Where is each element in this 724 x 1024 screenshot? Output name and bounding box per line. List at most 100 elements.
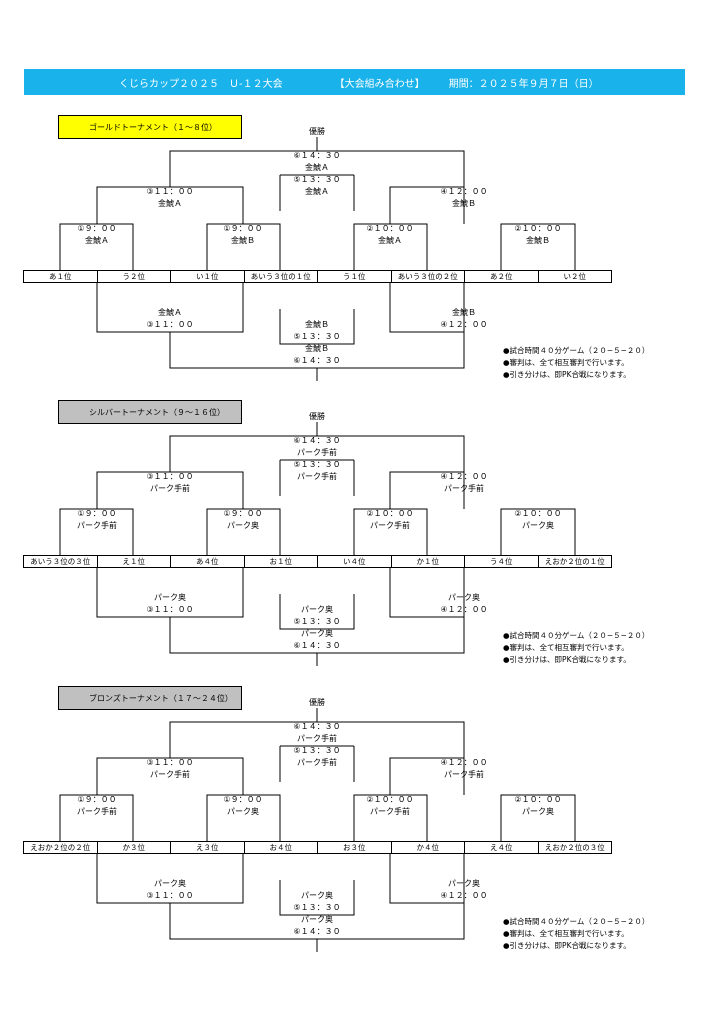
third-place-court: 金鯱Ａ [305, 187, 329, 196]
lower-third-time: ⑤１３：３０ [293, 332, 341, 341]
seed-cell: えおか２位の１位 [537, 555, 612, 568]
lower-final-time: ⑥１４：３０ [293, 356, 341, 365]
quarterfinal-court: パーク奥 [227, 521, 259, 530]
semifinal-court: パーク手前 [150, 770, 190, 779]
seed-cell: えおか２位の３位 [537, 841, 612, 854]
rules-notes: ●試合時間４０分ゲーム（２０−５−２０）●審判は、全て相互審判で行います。●引き… [503, 916, 649, 952]
bracket-lines [59, 422, 576, 666]
seed-cell: お１位 [243, 555, 318, 568]
bracket-line [389, 757, 465, 795]
bracket-line [279, 309, 355, 345]
seed-cell: い２位 [537, 270, 612, 283]
semifinal-court: パーク手前 [150, 484, 190, 493]
bracket-line [389, 283, 465, 333]
bracket-lines [59, 137, 576, 381]
quarterfinal-court: 金鯱Ｂ [526, 236, 550, 245]
seed-cell: あ２位 [464, 270, 539, 283]
seed-row: えおか２位の２位か３位え３位お４位お３位か４位え４位えおか２位の３位 [23, 841, 612, 854]
seed-cell: え４位 [464, 841, 539, 854]
final-court: パーク手前 [297, 448, 337, 457]
lower-final-time: ⑥１４：３０ [293, 927, 341, 936]
tournament-name-box: ブロンズトーナメント（１７〜２４位） [58, 686, 242, 710]
lower-final-court: 金鯱Ｂ [305, 344, 329, 353]
quarterfinal-time: ①９：００ [77, 224, 117, 233]
seed-cell: あ４位 [170, 555, 245, 568]
seed-cell: お４位 [243, 841, 318, 854]
bracket-line [500, 223, 576, 270]
third-place-court: パーク手前 [297, 472, 337, 481]
quarterfinal-court: パーク奥 [522, 807, 554, 816]
quarterfinal-court: 金鯱Ａ [85, 236, 109, 245]
lower-third-court: 金鯱Ｂ [305, 320, 329, 329]
lower-final-court: パーク奥 [301, 629, 333, 638]
lower-third-court: パーク奥 [301, 605, 333, 614]
lower-third-time: ⑤１３：３０ [293, 903, 341, 912]
semifinal-time: ③１１：００ [146, 472, 194, 481]
bracket-line [389, 854, 465, 904]
quarterfinal-time: ①９：００ [223, 795, 263, 804]
seed-cell: か４位 [390, 841, 465, 854]
final-time: ⑥１４：３０ [293, 151, 341, 160]
lower-final-court: パーク奥 [301, 915, 333, 924]
semifinal-court: 金鯱Ｂ [452, 199, 476, 208]
seed-cell: か３位 [96, 841, 171, 854]
bracket-line [389, 471, 465, 509]
quarterfinal-time: ②１０：００ [514, 509, 562, 518]
quarterfinal-court: パーク手前 [77, 521, 117, 530]
lower-semi-court: パーク奥 [154, 879, 186, 888]
bracket-line [279, 594, 355, 630]
rule-note: ●試合時間４０分ゲーム（２０−５−２０） [503, 917, 650, 926]
rule-note: ●審判は、全て相互審判で行います。 [503, 358, 629, 367]
lower-semi-time: ③１１：００ [146, 320, 194, 329]
seed-cell: あ１位 [23, 270, 98, 283]
bracket-section: ゴールドトーナメント（１〜８位） 優勝 ⑥１４：３０ 金鯱Ａ ⑤１３：３０ 金鯱Ａ ③１１：… [0, 115, 724, 385]
quarterfinal-court: パーク手前 [370, 807, 410, 816]
final-time: ⑥１４：３０ [293, 436, 341, 445]
seed-cell: え１位 [96, 555, 171, 568]
header-subtitle: 【大会組み合わせ】 [334, 78, 425, 90]
bracket-line [500, 794, 576, 841]
quarterfinal-time: ②１０：００ [514, 795, 562, 804]
rule-note: ●試合時間４０分ゲーム（２０−５−２０） [503, 631, 650, 640]
quarterfinal-time: ①９：００ [223, 224, 263, 233]
seed-cell: い４位 [317, 555, 392, 568]
quarterfinal-time: ②１０：００ [366, 795, 414, 804]
header-period: 期間：２０２５年９月７日（日） [448, 78, 599, 90]
semifinal-time: ③１１：００ [146, 758, 194, 767]
quarterfinal-court: パーク奥 [227, 807, 259, 816]
final-court: パーク手前 [297, 734, 337, 743]
semifinal-court: 金鯱Ａ [158, 199, 182, 208]
rule-note: ●審判は、全て相互審判で行います。 [503, 929, 629, 938]
third-place-time: ⑤１３：３０ [293, 460, 341, 469]
quarterfinal-time: ②１０：００ [366, 224, 414, 233]
seed-cell: あいう３位の３位 [23, 555, 98, 568]
seed-cell: え３位 [170, 841, 245, 854]
seed-cell: あいう３位の２位 [390, 270, 465, 283]
lower-third-time: ⑤１３：３０ [293, 617, 341, 626]
rule-note: ●引き分けは、即PK合戦になります。 [503, 655, 631, 664]
champion-label: 優勝 [309, 412, 325, 421]
bracket-line [279, 880, 355, 916]
champion-label: 優勝 [309, 127, 325, 136]
lower-semi-time: ④１２：００ [440, 320, 488, 329]
quarterfinal-court: パーク奥 [522, 521, 554, 530]
seed-cell: い１位 [170, 270, 245, 283]
lower-third-court: パーク奥 [301, 891, 333, 900]
final-court: 金鯱Ａ [305, 163, 329, 172]
final-time: ⑥１４：３０ [293, 722, 341, 731]
quarterfinal-time: ①９：００ [77, 795, 117, 804]
lower-semi-time: ④１２：００ [440, 891, 488, 900]
lower-semi-time: ④１２：００ [440, 605, 488, 614]
tournament-name-box: ゴールドトーナメント（１〜８位） [58, 115, 242, 139]
bracket-line [500, 508, 576, 555]
seed-cell: あいう３位の１位 [243, 270, 318, 283]
lower-semi-court: パーク奥 [448, 879, 480, 888]
rule-note: ●引き分けは、即PK合戦になります。 [503, 370, 631, 379]
quarterfinal-court: パーク手前 [77, 807, 117, 816]
seed-row: あいう３位の３位え１位あ４位お１位い４位か１位う４位えおか２位の１位 [23, 555, 612, 568]
semifinal-court: パーク手前 [444, 770, 484, 779]
third-place-time: ⑤１３：３０ [293, 746, 341, 755]
lower-semi-court: パーク奥 [448, 593, 480, 602]
rule-note: ●試合時間４０分ゲーム（２０−５−２０） [503, 346, 650, 355]
